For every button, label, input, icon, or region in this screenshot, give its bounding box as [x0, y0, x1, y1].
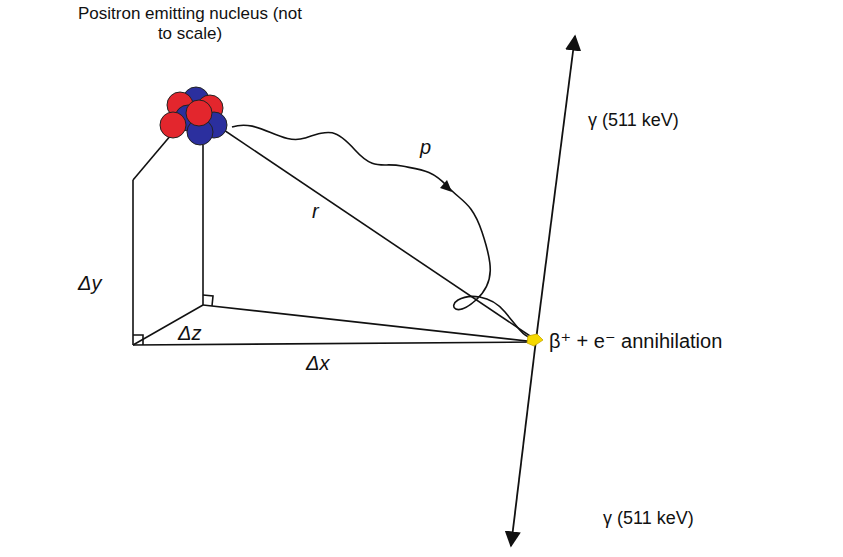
right-angle-mark	[203, 295, 213, 306]
path-arrowhead	[440, 180, 452, 192]
drop-line	[202, 145, 204, 305]
proton	[186, 100, 212, 126]
positron-path	[232, 125, 536, 340]
dy-line	[132, 180, 134, 345]
dimension-label: Δz	[178, 322, 201, 345]
nucleus	[160, 87, 227, 145]
right-angle-mark	[133, 335, 143, 345]
dimension-label: Δx	[306, 352, 329, 375]
annihilation-point	[527, 334, 543, 346]
gamma-ray	[511, 340, 536, 546]
dz-line	[133, 305, 203, 345]
projection-line	[203, 305, 536, 342]
gamma-ray	[536, 36, 575, 340]
gamma-label: γ (511 keV)	[603, 508, 694, 529]
proton	[160, 112, 186, 138]
range-label: r	[312, 200, 319, 223]
dimension-label: Δy	[78, 272, 101, 295]
r-line	[212, 122, 536, 340]
geometry-lines	[133, 122, 536, 345]
momentum-label: p	[420, 136, 431, 159]
nucleus-caption: Positron emitting nucleus (not to scale)	[70, 4, 310, 43]
annihilation-label: β⁺ + e⁻ annihilation	[549, 330, 722, 353]
gamma-label: γ (511 keV)	[588, 110, 679, 131]
